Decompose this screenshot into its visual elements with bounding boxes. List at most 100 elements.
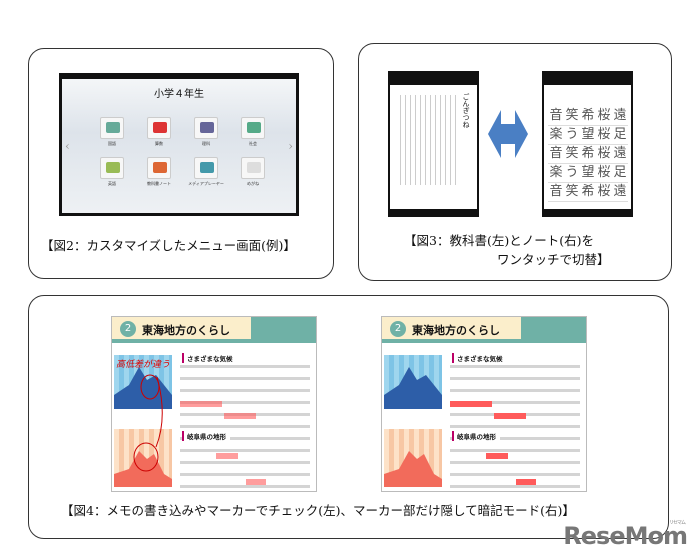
textbook-tablet: ごんぎつね (388, 71, 479, 217)
marker-highlight (486, 453, 508, 459)
kanji-cell: 桜 (596, 145, 612, 164)
body-text-line (180, 461, 310, 464)
body-text-line (180, 485, 310, 488)
kanji-cell: 笑 (564, 107, 580, 126)
body-text-line (180, 437, 310, 440)
app-icon[interactable] (194, 157, 218, 179)
section-heading: 岐阜県の地形 (452, 431, 500, 441)
app-icon-label: 英語 (108, 181, 116, 186)
figure-4-panel: 2 東海地方のくらし さまざまな気候 岐阜県の地形 高低差が違う 2 東海地方のくら… (28, 295, 669, 539)
figure-4-caption: 【図4：メモの書き込みやマーカーでチェック(左)、マーカー部だけ隠して暗記モード… (61, 503, 575, 518)
kanji-cell: 笑 (564, 183, 580, 202)
page-number: 2 (390, 321, 406, 337)
kanji-cell: 遠 (612, 145, 628, 164)
figure-3-panel: ごんぎつね 音笑希桜遠楽う望桜足音笑希桜遠楽う望桜足音笑希桜遠 【図3：教科書(… (358, 43, 672, 281)
kanji-cell: う (564, 164, 580, 183)
app-icon-label: 社会 (249, 141, 257, 146)
body-text-line (450, 365, 580, 368)
kanji-cell: 桜 (596, 107, 612, 126)
kanji-cell: 遠 (612, 107, 628, 126)
chevron-right-icon[interactable]: › (288, 139, 293, 153)
body-text-line (450, 401, 580, 404)
textbook-text (396, 95, 459, 185)
figure-2-panel: 小学４年生 国語 算数 理科 社会英語 教科書ノート メディアプレーヤー めがね ‹ › 【… (28, 48, 334, 279)
marker-highlight (516, 479, 536, 485)
kanji-cell: 楽 (548, 164, 564, 183)
body-text-line (180, 365, 310, 368)
kanji-cell: 希 (580, 183, 596, 202)
app-icon[interactable] (100, 117, 124, 139)
textbook-title: ごんぎつね (462, 93, 470, 128)
kanji-cell: 桜 (596, 126, 612, 145)
app-icon-label: めがね (247, 181, 259, 186)
app-icon-label: 教科書ノート (147, 181, 171, 186)
climate-graph (114, 355, 172, 409)
section-heading: さまざまな気候 (452, 353, 507, 363)
climate-graph (384, 355, 442, 409)
body-text-line (450, 389, 580, 392)
body-text-line (450, 485, 580, 488)
menu-screen-tablet: 小学４年生 国語 算数 理科 社会英語 教科書ノート メディアプレーヤー めがね ‹ › (59, 73, 299, 216)
body-text-line (450, 461, 580, 464)
kanji-cell: 足 (612, 164, 628, 183)
kanji-cell: 桜 (596, 183, 612, 202)
kanji-cell: 楽 (548, 126, 564, 145)
marker-highlight (224, 413, 256, 419)
page-title: 東海地方のくらし (412, 324, 500, 337)
textbook-page: 2 東海地方のくらし さまざまな気候 岐阜県の地形 (381, 316, 587, 492)
notebook-tablet: 音笑希桜遠楽う望桜足音笑希桜遠楽う望桜足音笑希桜遠 (542, 71, 633, 217)
marker-highlight (246, 479, 266, 485)
kanji-cell: う (564, 126, 580, 145)
marker-highlight (494, 413, 526, 419)
handwritten-note: 高低差が違う (116, 360, 171, 370)
figure-3-caption-line1: 【図3：教科書(左)とノート(右)を (404, 233, 594, 248)
kanji-cell: 足 (612, 126, 628, 145)
kanji-cell: 望 (580, 126, 596, 145)
chevron-left-icon[interactable]: ‹ (65, 139, 70, 153)
app-icon[interactable] (241, 157, 265, 179)
body-text-line (180, 425, 310, 428)
body-text-line (450, 377, 580, 380)
body-text-line (180, 377, 310, 380)
terrain-graph (384, 429, 442, 487)
logo-ruby: リセマム (668, 520, 686, 526)
body-text-line (180, 401, 310, 404)
app-icon[interactable] (100, 157, 124, 179)
body-text-line (450, 473, 580, 476)
marker-highlight (180, 401, 222, 407)
kanji-cell: 笑 (564, 145, 580, 164)
marker-highlight (450, 401, 492, 407)
body-text-line (180, 473, 310, 476)
app-icon-label: メディアプレーヤー (188, 181, 224, 186)
kanji-cell: 桜 (596, 164, 612, 183)
kanji-cell: 望 (580, 164, 596, 183)
page-number: 2 (120, 321, 136, 337)
app-icon[interactable] (194, 117, 218, 139)
app-icon[interactable] (147, 157, 171, 179)
terrain-graph (114, 429, 172, 487)
marker-highlight (216, 453, 238, 459)
screen-title: 小学４年生 (154, 89, 204, 100)
kanji-cell: 希 (580, 107, 596, 126)
body-text-line (180, 449, 310, 452)
body-text-line (450, 425, 580, 428)
kanji-cell: 音 (548, 145, 564, 164)
handwritten-circle (133, 374, 163, 472)
page-title: 東海地方のくらし (142, 324, 230, 337)
app-icon-label: 理科 (202, 141, 210, 146)
app-icon-label: 国語 (108, 141, 116, 146)
kanji-cell: 音 (548, 183, 564, 202)
section-heading: 岐阜県の地形 (182, 431, 230, 441)
kanji-cell: 音 (548, 107, 564, 126)
body-text-line (450, 449, 580, 452)
app-icon[interactable] (147, 117, 171, 139)
kanji-cell: 遠 (612, 183, 628, 202)
app-icon[interactable] (241, 117, 265, 139)
body-text-line (450, 437, 580, 440)
figure-2-caption: 【図2：カスタマイズしたメニュー画面(例)】 (41, 238, 296, 253)
kanji-cell: 希 (580, 145, 596, 164)
app-icon-label: 算数 (155, 141, 163, 146)
figure-3-caption-line2: ワンタッチで切替】 (497, 252, 610, 267)
